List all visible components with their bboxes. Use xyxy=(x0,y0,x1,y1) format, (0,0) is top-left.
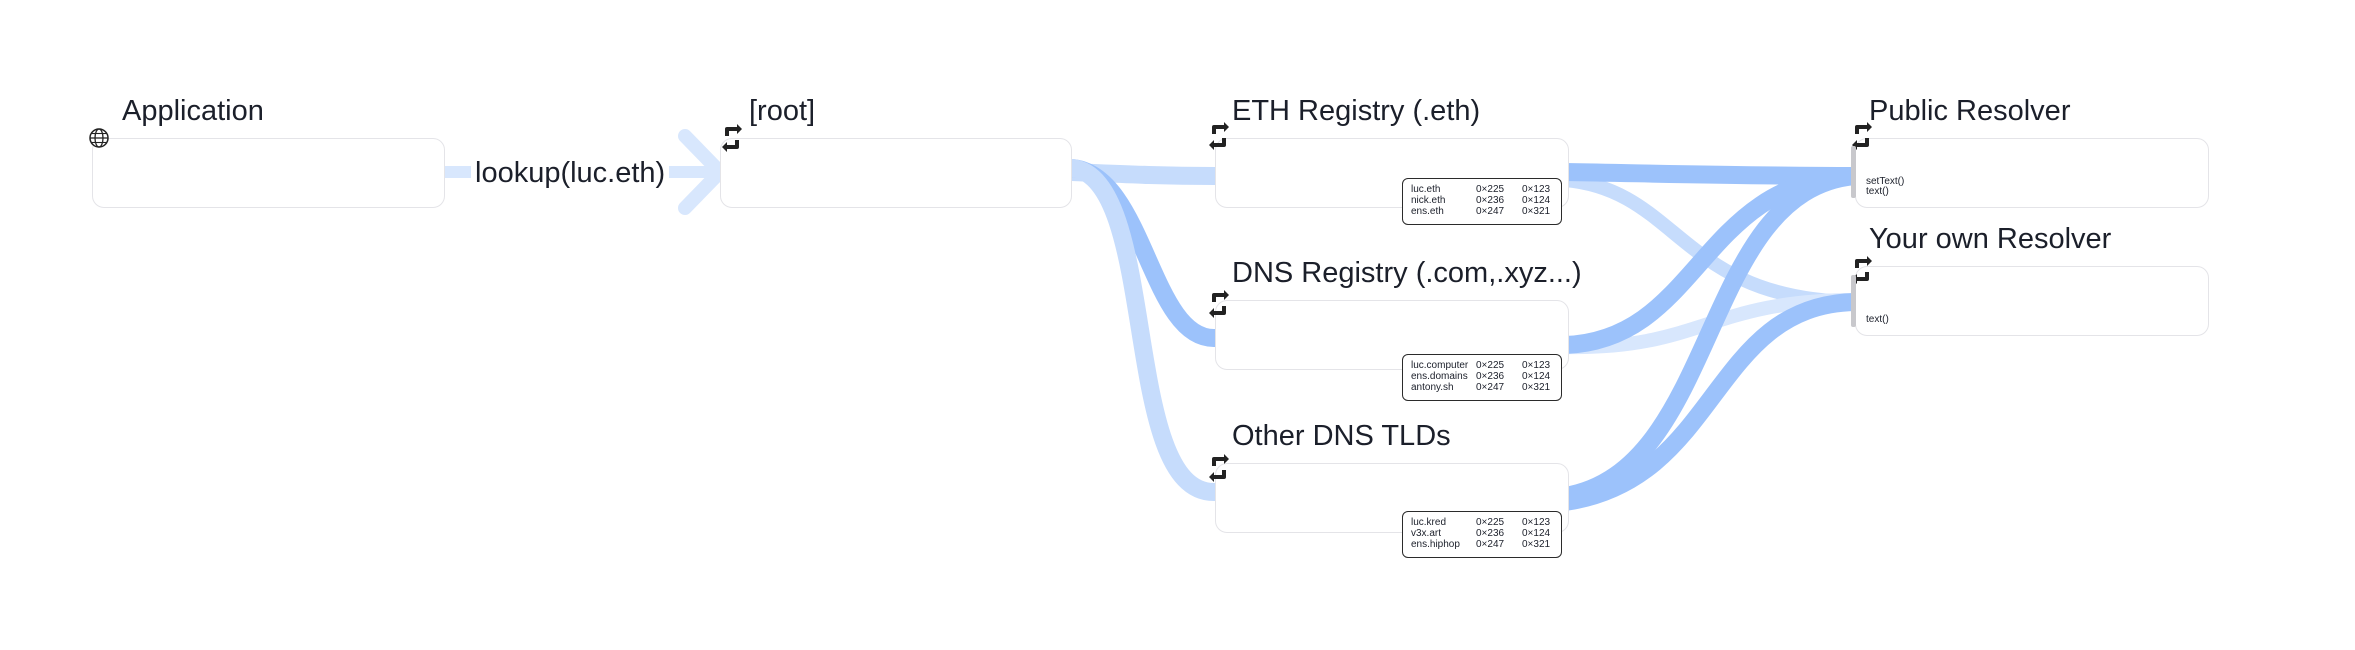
root-node[interactable] xyxy=(720,138,1072,208)
sync-icon xyxy=(1209,290,1229,318)
sync-icon xyxy=(1852,122,1872,150)
globe-icon xyxy=(89,128,109,148)
own-resolver-title: Your own Resolver xyxy=(1869,223,2112,255)
connection-eth-to-own-light xyxy=(1558,173,1862,309)
connection-other-to-own xyxy=(1556,293,1864,511)
sync-icon xyxy=(1209,454,1229,482)
own-resolver-node[interactable] xyxy=(1855,266,2209,336)
connection-other-to-public xyxy=(1556,167,1864,505)
application-title: Application xyxy=(122,95,264,127)
own-resolver-methods: text() xyxy=(1866,315,1889,325)
sync-icon xyxy=(722,124,742,152)
connection-root-to-other xyxy=(1063,159,1224,502)
public-resolver-title: Public Resolver xyxy=(1869,95,2071,127)
eth-registry-title: ETH Registry (.eth) xyxy=(1232,95,1481,127)
method-item: text() xyxy=(1866,314,1889,325)
sync-icon xyxy=(1852,256,1872,284)
method-item: text() xyxy=(1866,186,1889,197)
other-dns-title: Other DNS TLDs xyxy=(1232,420,1451,452)
own-resolver-handle[interactable] xyxy=(1851,275,1856,327)
lookup-label: lookup(luc.eth) xyxy=(471,157,670,190)
root-title: [root] xyxy=(749,95,816,127)
public-resolver-handle[interactable] xyxy=(1851,146,1856,198)
public-resolver-node[interactable] xyxy=(1855,138,2209,208)
application-node[interactable] xyxy=(92,138,445,208)
public-resolver-methods: setText() text() xyxy=(1866,177,1904,197)
dns-registry-title: DNS Registry (.com,.xyz...) xyxy=(1232,257,1582,289)
method-item: setText() xyxy=(1866,176,1905,187)
sync-icon xyxy=(1209,122,1229,150)
